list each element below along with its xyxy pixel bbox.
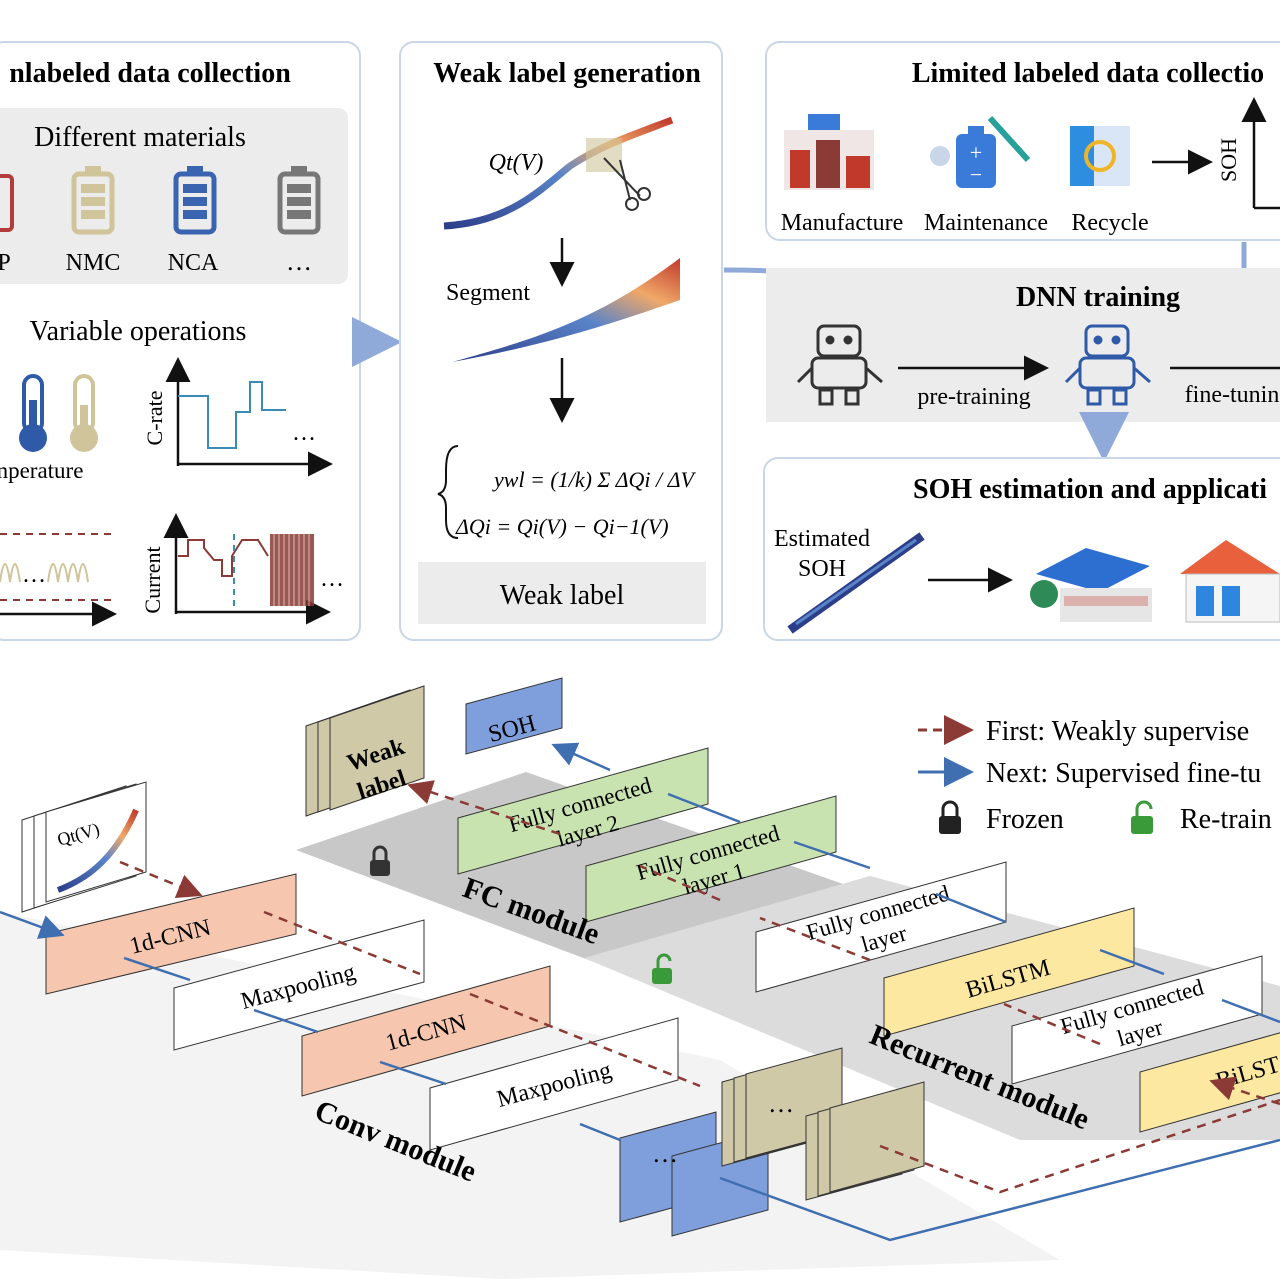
robot-icon: [796, 324, 883, 406]
material-label-nca: NCA: [168, 250, 219, 276]
conv-layer-cnn2: 1d-CNN: [301, 965, 551, 1097]
conv-layer-cnn1: 1d-CNN: [45, 873, 297, 995]
unlabeled-data-panel: nlabeled data collection Different mater…: [0, 41, 361, 641]
crate-ellipsis: …: [292, 420, 316, 446]
manufacture-icon: [784, 114, 874, 190]
maintenance-icon: + −: [930, 115, 1031, 188]
wave-ellipsis: …: [22, 562, 46, 588]
soh-app-title: SOH estimation and applicati: [913, 474, 1267, 505]
material-label-lfp: P: [0, 250, 11, 276]
equation-line-2: ΔQi = Qi(V) − Qi−1(V): [455, 514, 669, 539]
equation-brace: [437, 445, 459, 539]
segment-highlight: [586, 138, 622, 172]
dnn-title: DNN training: [1016, 282, 1180, 313]
materials-title: Different materials: [34, 122, 246, 153]
lock-icon: [939, 800, 961, 834]
limited-item-manufacture: Manufacture: [781, 210, 904, 236]
robot-icon: [1064, 324, 1151, 406]
legend-retrain: Re-train: [1180, 804, 1272, 835]
lfp-battery-icon: [0, 174, 14, 232]
features-ellipsis: …: [652, 1139, 678, 1168]
weak-label-panel: Weak label generation Qt(V) Segment ywl …: [399, 41, 723, 641]
conv-layer-maxpool1: Maxpooling: [173, 919, 425, 1051]
thermometer-icon: [19, 374, 47, 452]
estimated-soh-line2: SOH: [798, 556, 846, 582]
unlock-icon: [1131, 800, 1153, 834]
fc-floor: [296, 772, 860, 968]
material-label-nmc: NMC: [66, 250, 121, 276]
recurrent-ellipsis: …: [768, 1089, 794, 1118]
segment-band: [452, 258, 680, 362]
segment-label: Segment: [446, 280, 530, 306]
weakly-supervised-path: [119, 780, 1280, 1194]
temperature-label: nperature: [0, 458, 83, 483]
weak-label-box: [418, 562, 706, 624]
soh-output: SOH: [465, 677, 563, 755]
recurrent-input-features: …: [721, 1047, 925, 1201]
estimated-soh-line1: Estimated: [774, 526, 870, 552]
limited-item-recycle: Recycle: [1071, 210, 1148, 236]
svg-text:+: +: [970, 140, 982, 165]
current-axis-label: Current: [140, 546, 165, 613]
conv-layer-maxpool2: Maxpooling: [429, 1017, 679, 1151]
unlabeled-panel-title: nlabeled data collection: [9, 58, 291, 89]
generic-battery-icon: [277, 166, 321, 235]
input-curve-cards: Qt(V): [21, 781, 147, 913]
weak-label-output: Weak label: [305, 685, 425, 817]
architecture-diagram: First: Weakly supervise Next: Supervised…: [0, 677, 1280, 1279]
lock-icon: [370, 845, 390, 876]
crate-axis-label: C-rate: [142, 391, 167, 446]
weak-label-box-text: Weak label: [500, 580, 625, 611]
soh-axis-label: SOH: [1216, 138, 1241, 182]
material-label-more: …: [286, 247, 312, 276]
unlock-icon: [652, 953, 672, 984]
current-ellipsis: …: [320, 566, 344, 592]
capacity-curve: [443, 116, 674, 230]
q-curve-label: Qt(V): [489, 150, 544, 176]
pretraining-label: pre-training: [917, 384, 1030, 410]
supervised-path: [0, 742, 1280, 1242]
thermometer-icon: [70, 374, 98, 452]
weak-panel-title: Weak label generation: [433, 58, 701, 89]
scissors-icon: [603, 157, 651, 211]
legend-first: First: Weakly supervise: [986, 716, 1249, 747]
recurrent-fc-layer-2: Fully connected layer: [1011, 955, 1263, 1085]
smart-home-icon: [1180, 540, 1280, 623]
nca-battery-icon: [173, 166, 217, 235]
estimated-soh-scatter: [795, 538, 917, 626]
legend-frozen: Frozen: [986, 804, 1064, 835]
equation-line-1: ywl = (1/k) Σ ΔQi / ΔV: [492, 467, 697, 492]
operations-title: Variable operations: [30, 316, 247, 347]
legend-next: Next: Supervised fine-tu: [986, 758, 1261, 789]
svg-text:−: −: [970, 162, 982, 187]
recycle-icon: [1070, 126, 1130, 186]
nmc-battery-icon: [71, 166, 115, 235]
limited-panel-title: Limited labeled data collectio: [912, 58, 1264, 89]
soh-application-panel: SOH estimation and applicati Estimated S…: [763, 457, 1280, 641]
limited-item-maintenance: Maintenance: [924, 210, 1048, 236]
finetuning-label: fine-tunin: [1185, 382, 1280, 408]
temperature-wave-plot: …: [0, 533, 117, 627]
dnn-training-panel: DNN training pre-training fine-tunin: [766, 268, 1280, 422]
limited-labeled-panel: Limited labeled data collectio + − Manuf…: [765, 41, 1280, 241]
solar-station-icon: [1030, 548, 1152, 622]
crate-plot: … C-rate: [142, 357, 333, 477]
legend: First: Weakly supervise Next: Supervised…: [918, 715, 1272, 835]
current-plot: … Current: [140, 513, 344, 625]
